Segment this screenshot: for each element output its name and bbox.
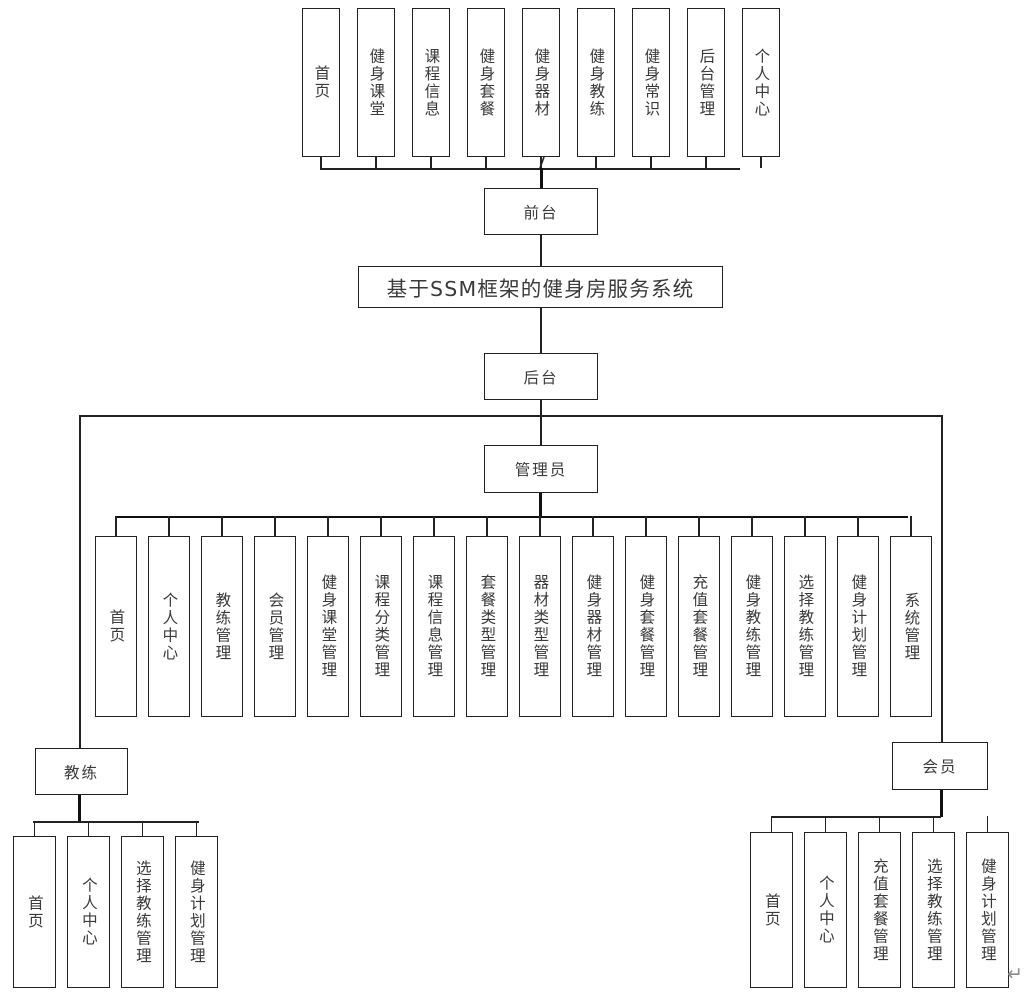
admin-stub-16 — [910, 516, 912, 536]
admin-stub-2 — [168, 516, 170, 536]
frontend-stub-5 — [540, 157, 542, 168]
admin-stub-3 — [221, 516, 223, 536]
frontend-stub-9 — [760, 157, 762, 168]
frontend-module-6[interactable]: 健身教练 — [577, 8, 615, 157]
backend-to-bus-line — [540, 400, 542, 416]
bus-to-coach-line — [79, 415, 81, 748]
frontend-stub-7 — [650, 157, 652, 168]
admin-stub-8 — [486, 516, 488, 536]
frontend-stub-6 — [595, 157, 597, 168]
admin-module-2[interactable]: 个人中心 — [148, 536, 190, 717]
frontend-stub-4 — [485, 157, 487, 168]
frontend-stub-8 — [705, 157, 707, 168]
frontend-module-1[interactable]: 首页 — [302, 8, 340, 157]
member-stub-4 — [932, 816, 935, 832]
admin-stub-14 — [804, 516, 806, 536]
admin-stub-6 — [380, 516, 382, 536]
admin-module-bus — [115, 516, 908, 519]
admin-module-11[interactable]: 健身套餐管理 — [625, 536, 667, 717]
frontend-node[interactable]: 前台 — [484, 188, 598, 235]
admin-stub-7 — [433, 516, 435, 536]
frontend-stub-3 — [430, 157, 432, 168]
admin-module-8[interactable]: 套餐类型管理 — [466, 536, 508, 717]
bus-to-member-line — [941, 415, 943, 742]
admin-stub-1 — [115, 516, 117, 536]
admin-node[interactable]: 管理员 — [484, 445, 598, 493]
frontend-module-4[interactable]: 健身套餐 — [467, 8, 505, 157]
bus-to-admin-line — [540, 415, 542, 445]
frontend-module-9[interactable]: 个人中心 — [742, 8, 780, 157]
admin-module-12[interactable]: 充值套餐管理 — [678, 536, 720, 717]
coach-stub-2 — [87, 821, 90, 836]
admin-stub-10 — [592, 516, 594, 536]
coach-module-2[interactable]: 个人中心 — [67, 836, 110, 988]
frontend-to-stem-line — [540, 168, 543, 189]
frontend-stub-2 — [375, 157, 377, 168]
admin-module-4[interactable]: 会员管理 — [254, 536, 296, 717]
member-module-3[interactable]: 充值套餐管理 — [858, 832, 901, 988]
admin-module-13[interactable]: 健身教练管理 — [731, 536, 773, 717]
admin-module-9[interactable]: 器材类型管理 — [519, 536, 561, 717]
frontend-bus-line — [320, 168, 740, 170]
coach-module-bus — [33, 821, 199, 823]
admin-stub-13 — [751, 516, 753, 536]
admin-module-6[interactable]: 课程分类管理 — [360, 536, 402, 717]
backend-node[interactable]: 后台 — [484, 353, 598, 400]
paragraph-return-icon: ↵ — [1007, 963, 1023, 985]
frontend-module-2[interactable]: 健身课堂 — [357, 8, 395, 157]
coach-stub-1 — [33, 821, 36, 836]
frontend-module-7[interactable]: 健身常识 — [632, 8, 670, 157]
admin-stub-15 — [857, 516, 859, 536]
coach-stub-4 — [195, 821, 198, 836]
admin-stub-11 — [645, 516, 647, 536]
admin-module-10[interactable]: 健身器材管理 — [572, 536, 614, 717]
frontend-to-title-line — [540, 235, 542, 266]
member-node[interactable]: 会员 — [892, 742, 988, 790]
admin-stub-5 — [327, 516, 329, 536]
admin-module-15[interactable]: 健身计划管理 — [837, 536, 879, 717]
coach-node[interactable]: 教练 — [35, 748, 128, 795]
coach-module-4[interactable]: 健身计划管理 — [175, 836, 218, 988]
admin-module-16[interactable]: 系统管理 — [890, 536, 932, 717]
member-to-bus-line — [940, 790, 943, 817]
admin-module-3[interactable]: 教练管理 — [201, 536, 243, 717]
admin-stub-4 — [274, 516, 276, 536]
backend-distribution-bus — [79, 415, 943, 417]
coach-to-bus-line — [78, 795, 81, 822]
system-title-node: 基于SSM框架的健身房服务系统 — [358, 266, 723, 308]
member-module-1[interactable]: 首页 — [750, 832, 793, 988]
title-to-backend-line — [540, 308, 542, 353]
admin-to-bus-line — [539, 493, 542, 517]
admin-module-1[interactable]: 首页 — [95, 536, 137, 717]
coach-module-3[interactable]: 选择教练管理 — [121, 836, 164, 988]
frontend-module-8[interactable]: 后台管理 — [687, 8, 725, 157]
admin-module-5[interactable]: 健身课堂管理 — [307, 536, 349, 717]
frontend-module-3[interactable]: 课程信息 — [412, 8, 450, 157]
member-stub-3 — [878, 816, 881, 832]
admin-stub-9 — [539, 516, 541, 536]
member-module-5[interactable]: 健身计划管理 — [966, 832, 1009, 988]
frontend-stub-1 — [320, 157, 322, 168]
admin-module-7[interactable]: 课程信息管理 — [413, 536, 455, 717]
member-module-4[interactable]: 选择教练管理 — [912, 832, 955, 988]
frontend-module-5[interactable]: 健身器材 — [522, 8, 560, 157]
member-stub-2 — [824, 816, 827, 832]
admin-module-14[interactable]: 选择教练管理 — [784, 536, 826, 717]
coach-stub-3 — [141, 821, 144, 836]
coach-module-1[interactable]: 首页 — [13, 836, 56, 988]
member-stub-1 — [770, 816, 773, 832]
admin-stub-12 — [698, 516, 700, 536]
member-stub-5 — [986, 816, 989, 832]
member-module-2[interactable]: 个人中心 — [804, 832, 847, 988]
member-module-bus — [771, 816, 941, 818]
